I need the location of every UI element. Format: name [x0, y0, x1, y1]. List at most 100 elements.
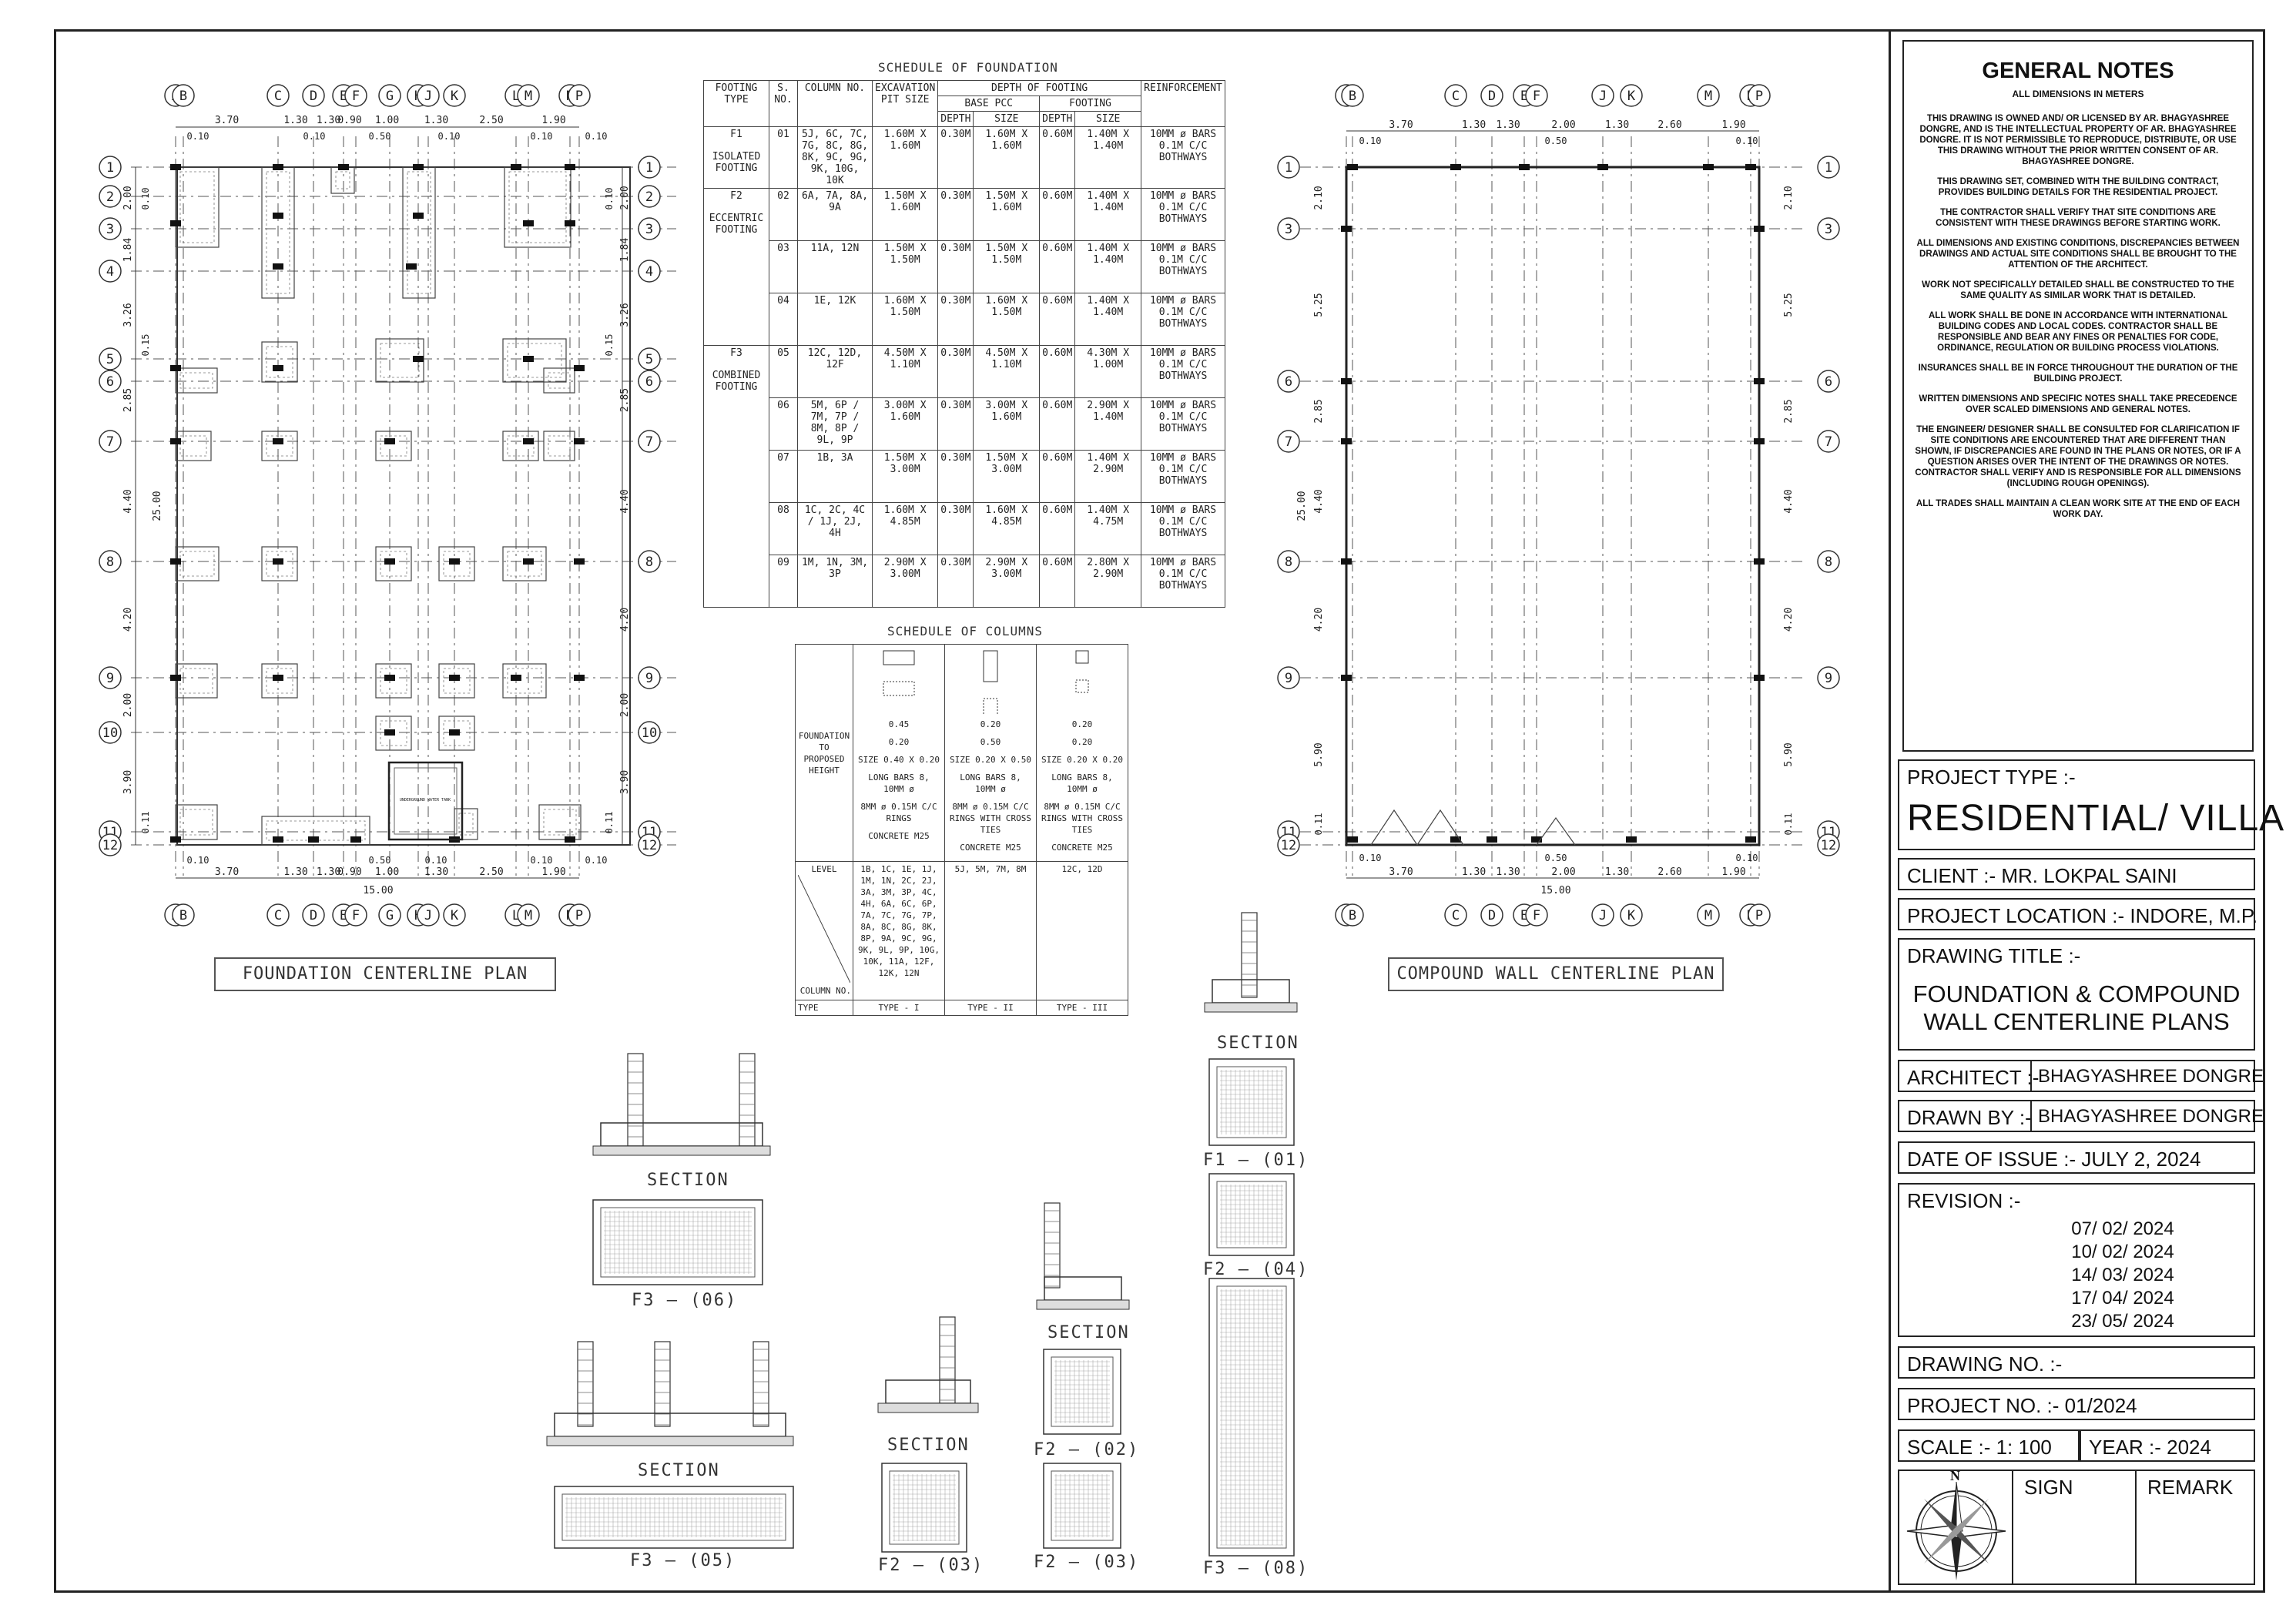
- col-label-top-bubble: [417, 84, 440, 107]
- footing-pad: [175, 166, 220, 248]
- row-label-left-bubble: [99, 833, 122, 856]
- column-elevation: [752, 1341, 769, 1427]
- column-dim-a: 0.45: [888, 719, 910, 729]
- footing-plan: [881, 1463, 967, 1553]
- left-dimension: 2.00: [122, 693, 134, 717]
- col-label-bottom: E: [340, 908, 347, 923]
- right-small-dimension: 0.11: [1783, 813, 1794, 836]
- schedule-cell-cols: 1E, 12K: [797, 293, 873, 346]
- project-type-label: PROJECT TYPE :-: [1907, 766, 2076, 789]
- row-label-right: 7: [1825, 434, 1832, 450]
- row-label-left: 8: [1285, 555, 1292, 570]
- column-size: SIZE 0.20 X 0.50: [950, 755, 1031, 765]
- bottom-dimension: 1.30: [283, 866, 307, 878]
- column-mark: [273, 558, 283, 565]
- footing-plan: [592, 1199, 763, 1285]
- drawing-title-line2: WALL CENTERLINE PLANS: [1923, 1008, 2230, 1035]
- footing-pad-inner: [266, 346, 293, 378]
- revision-date: 23/ 05/ 2024: [2071, 1311, 2174, 1332]
- top-dimension: 1.30: [317, 115, 340, 126]
- schedule-cell-sno: 09: [769, 555, 798, 608]
- column-mark: [449, 675, 460, 681]
- architect-divider: [2030, 1061, 2032, 1091]
- row-label-left: 8: [106, 555, 114, 570]
- row-label-left-bubble: [1277, 666, 1300, 689]
- row-label-left: 4: [106, 264, 114, 280]
- header-ftg-size: SIZE: [1074, 111, 1141, 127]
- detail-section-label: SECTION: [1047, 1323, 1130, 1342]
- title-block-divider: [1889, 29, 1891, 1593]
- column-elevation: [739, 1053, 756, 1147]
- left-small-dimension: 0.10: [140, 188, 151, 210]
- column-mark: [308, 836, 319, 843]
- footing-plan: [1043, 1463, 1121, 1549]
- col-label-bottom: M: [1704, 908, 1712, 923]
- row-label-right: 2: [645, 189, 653, 205]
- type3-columns: 12C, 12D: [1036, 861, 1128, 1000]
- column-mark: [574, 558, 585, 565]
- col-label-bottom: D: [1488, 908, 1496, 923]
- right-dimension: 4.20: [619, 608, 631, 632]
- schedule-cell-cols: 11A, 12N: [797, 240, 873, 293]
- col-label-top: C: [1452, 89, 1460, 104]
- year-value: YEAR :- 2024: [2089, 1436, 2211, 1459]
- right-dimension: 2.00: [619, 186, 631, 209]
- schedule-cell-sno: 04: [769, 293, 798, 346]
- row-label-left: 3: [106, 222, 114, 237]
- row-label-left: 10: [102, 726, 118, 741]
- row-label-right-bubble: [638, 666, 661, 689]
- drawing-title-label: DRAWING TITLE :-: [1907, 944, 2081, 967]
- north-arrow-icon: [1906, 1481, 2006, 1580]
- overall-width-dimension: 15.00: [363, 885, 393, 896]
- project-type-box: PROJECT TYPE :- RESIDENTIAL/ VILLA: [1898, 759, 2284, 850]
- row-label-right: 12: [642, 838, 657, 853]
- col-label-top-bubble: [1591, 84, 1614, 107]
- compound-wall-outline: [1345, 166, 1761, 846]
- schedule-cell-exc: 1.50M X 1.60M: [871, 188, 939, 241]
- col-label-bottom: K: [451, 908, 459, 923]
- general-notes-title: GENERAL NOTES: [1982, 59, 2174, 83]
- schedule-cell-fd: 0.60M: [1039, 397, 1076, 451]
- row-label-left-bubble: [99, 260, 122, 283]
- col-label-bottom: J: [1599, 908, 1607, 923]
- column-mark: [1347, 164, 1358, 170]
- right-dimension: 5.25: [1783, 293, 1795, 317]
- column-size: SIZE 0.40 X 0.20: [858, 755, 940, 765]
- col-label-top: J: [1599, 89, 1607, 104]
- row-label-right-bubble: [638, 185, 661, 208]
- col-label-top-bubble: [1480, 84, 1503, 107]
- left-dimension: 2.85: [1313, 399, 1325, 423]
- footing-pad: [261, 546, 298, 581]
- column-mark: [384, 729, 395, 736]
- col-label-top-bubble: [443, 84, 466, 107]
- column-rings: 8MM ø 0.15M C/C RINGS: [860, 802, 937, 823]
- top-small-dimension: 0.10: [1736, 136, 1758, 146]
- row-label-right: 10: [642, 726, 657, 741]
- column-mark: [574, 365, 585, 371]
- footing-pad-inner: [179, 668, 213, 694]
- header-reinforcement: REINFORCEMENT: [1141, 80, 1225, 127]
- top-dimension: 1.30: [1605, 119, 1629, 131]
- col-label-bottom: D: [310, 908, 317, 923]
- column-mark: [1341, 558, 1352, 565]
- header-excavation: EXCAVATION PIT SIZE: [871, 80, 939, 127]
- architect-label: ARCHITECT :-: [1907, 1066, 2040, 1089]
- detail-f3-05-label: F3 – (05): [630, 1551, 736, 1570]
- row-label-left: 6: [1285, 374, 1292, 390]
- footing-section: [1044, 1276, 1122, 1301]
- footing-pad: [175, 804, 218, 840]
- col-label-top-bubble: [1525, 84, 1548, 107]
- col-label-bottom-bubble: [302, 903, 325, 927]
- footing-pad: [502, 663, 547, 699]
- column-mark: [1341, 675, 1352, 681]
- column-mark: [273, 213, 283, 219]
- column-mark: [565, 220, 575, 226]
- top-dimension: 1.30: [283, 115, 307, 126]
- left-small-dimension: 0.11: [1313, 813, 1324, 836]
- footing-section: [1212, 979, 1290, 1004]
- col-label-top-bubble: [1748, 84, 1771, 107]
- footing-pad: [375, 546, 412, 581]
